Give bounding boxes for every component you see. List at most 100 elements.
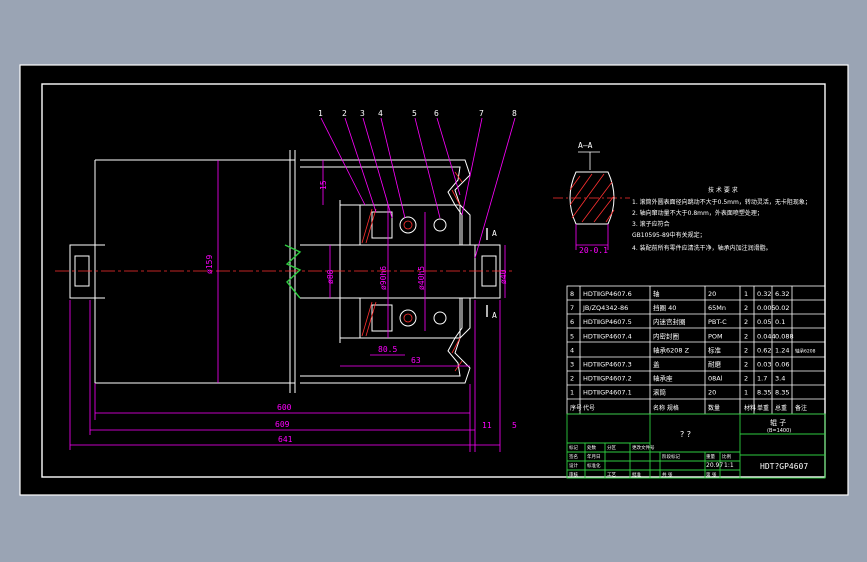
drawing-frame <box>41 83 826 478</box>
drawing-title: 辊 子 <box>770 418 786 427</box>
title-block-label: 分区 <box>607 444 616 451</box>
bom-header: 代号 <box>583 404 595 412</box>
bom-cell-name: 轴承座 <box>653 374 673 383</box>
bom-cell-code: HDTⅡGP4607.1 <box>583 389 632 397</box>
section-mark-top: A <box>492 229 497 238</box>
title-block-label: 批准 <box>632 471 641 478</box>
bom-cell-no: 1 <box>570 389 574 397</box>
bom-cell-code: HDTⅡGP4607.2 <box>583 375 632 383</box>
part-number-1: 1 <box>318 109 323 118</box>
bom-cell-total: 3.4 <box>775 375 785 383</box>
dim-d40h5: ø40h5 <box>417 266 426 290</box>
drawing-code: HDT?GP4607 <box>760 462 808 471</box>
bom-cell-qty: 耐磨 <box>708 360 722 369</box>
drawing-scale: 1:1 <box>724 462 734 469</box>
bom-header: 备注 <box>795 404 807 412</box>
title-block-label: 重量 <box>706 453 715 460</box>
bom-header: 数量 <box>708 404 720 412</box>
title-block-label: 更改文件号 <box>632 444 655 451</box>
bom-cell-no: 5 <box>570 332 574 340</box>
section-width-dim: 20-0.1 <box>579 246 608 255</box>
title-block-label: 工艺 <box>607 472 616 478</box>
bom-header: 材料 <box>744 404 756 412</box>
paper-background <box>19 64 849 496</box>
title-block-label: 阶段标记 <box>662 453 680 460</box>
part-number-6: 6 <box>434 109 439 118</box>
bom-cell-name: 挡圈 40 <box>653 303 676 312</box>
bom-cell-total: 8.35 <box>775 389 789 397</box>
title-block-label: 处数 <box>587 444 596 451</box>
title-block-label: 设计 <box>569 462 578 469</box>
section-hatching <box>361 171 463 372</box>
bom-cell-name: 滚筒 <box>653 388 667 397</box>
bom-cell-name: 内迷宫封圈 <box>653 317 686 326</box>
drawing-subtitle: (B=1400) <box>767 428 791 434</box>
part-number-8: 8 <box>512 109 517 118</box>
bom-cell-code: JB/ZQ4342-86 <box>582 304 628 312</box>
bom-cell-name: 内密封圈 <box>653 331 679 340</box>
bom-cell-unit: 0.044 <box>757 332 776 340</box>
dim-11: 11 <box>482 421 492 430</box>
bom-cell-total: 1.24 <box>775 346 789 354</box>
tech-req-3: 3. 滚子应符合 <box>632 220 670 228</box>
bom-cell-total: 6.32 <box>775 290 789 298</box>
bom-cell-qty: 20 <box>708 389 716 397</box>
title-block-label: 年月日 <box>587 453 601 460</box>
tech-req-4: GB10595-89中有关规定； <box>632 231 706 239</box>
dim-d88: ø88 <box>326 269 335 284</box>
bom-cell-code: HDTⅡGP4607.5 <box>583 318 632 326</box>
dim-63: 63 <box>411 356 421 365</box>
bom-cell-material: 1 <box>744 389 748 397</box>
bom-cell-unit: 0.03 <box>757 361 771 369</box>
section-title: A—A <box>578 141 593 150</box>
bom-cell-material: 2 <box>744 361 748 369</box>
tech-req-5: 4. 装配前所有零件应清洗干净，轴承内加注润滑脂。 <box>632 244 772 252</box>
bom-cell-no: 2 <box>570 375 574 383</box>
bom-cell-qty: PBT-C <box>708 318 727 326</box>
part-number-4: 4 <box>378 109 383 118</box>
bom-cell-qty: POM <box>708 332 723 340</box>
tech-req-2: 2. 轴向窜动量不大于0.8mm，外表面喷塑处理； <box>632 209 763 217</box>
dim-15: 15 <box>319 180 328 190</box>
bom-cell-material: 2 <box>744 332 748 340</box>
drawing-weight: 20.97 <box>706 462 723 469</box>
title-block-label: 第 张 <box>706 471 717 478</box>
bom-cell-material: 2 <box>744 375 748 383</box>
bom-cell-total: 0.02 <box>775 304 789 312</box>
bom-cell-code: HDTⅡGP4607.6 <box>583 290 632 298</box>
bom-cell-name: 轴承6208 Z <box>653 345 690 354</box>
section-view: A—A 20-0.1 <box>569 141 615 255</box>
bom-cell-no: 7 <box>570 304 574 312</box>
part-number-5: 5 <box>412 109 417 118</box>
bom-cell-qty: 标准 <box>708 345 722 354</box>
bom-cell-qty: 65Mn <box>708 304 726 312</box>
dimension-lines <box>69 117 516 452</box>
bom-cell-unit: 0.005 <box>757 304 776 312</box>
dim-641: 641 <box>278 435 293 444</box>
bom-cell-no: 3 <box>570 361 574 369</box>
dim-d90h6: ø90h6 <box>379 266 388 290</box>
bom-cell-unit: 8.35 <box>757 389 771 397</box>
tech-req-1: 1. 滚筒外圆表面径向跳动不大于0.5mm，转动灵活，无卡阻现象； <box>632 198 811 206</box>
bom-cell-code: HDTⅡGP4607.4 <box>583 332 632 340</box>
bom-cell-no: 6 <box>570 318 574 326</box>
bom-cell-no: 4 <box>570 346 574 354</box>
bom-cell-material: 2 <box>744 318 748 326</box>
bom-cell-code: HDTⅡGP4607.3 <box>583 361 632 369</box>
bom-cell-total: 0.088 <box>775 332 794 340</box>
bom-cell-unit: 0.32 <box>757 290 771 298</box>
dim-d40: ø40 <box>499 269 508 284</box>
dim-d159: ø159 <box>205 255 214 274</box>
bom-cell-total: 0.1 <box>775 318 785 326</box>
bom-cell-name: 轴 <box>653 289 660 298</box>
bom-cell-material: 2 <box>744 304 748 312</box>
bom-cell-material: 2 <box>744 346 748 354</box>
bom-header: 名称 规格 <box>653 404 679 412</box>
title-block-label: 签名 <box>569 453 578 460</box>
part-number-2: 2 <box>342 109 347 118</box>
technical-requirements: 技 术 要 求 1. 滚筒外圆表面径向跳动不大于0.5mm，转动灵活，无卡阻现象… <box>632 186 811 252</box>
title-block-label: 比例 <box>722 453 731 460</box>
title-block-label: 共 张 <box>662 471 673 478</box>
dim-5: 5 <box>512 421 517 430</box>
bom-cell-qty: 08Al <box>708 375 723 383</box>
